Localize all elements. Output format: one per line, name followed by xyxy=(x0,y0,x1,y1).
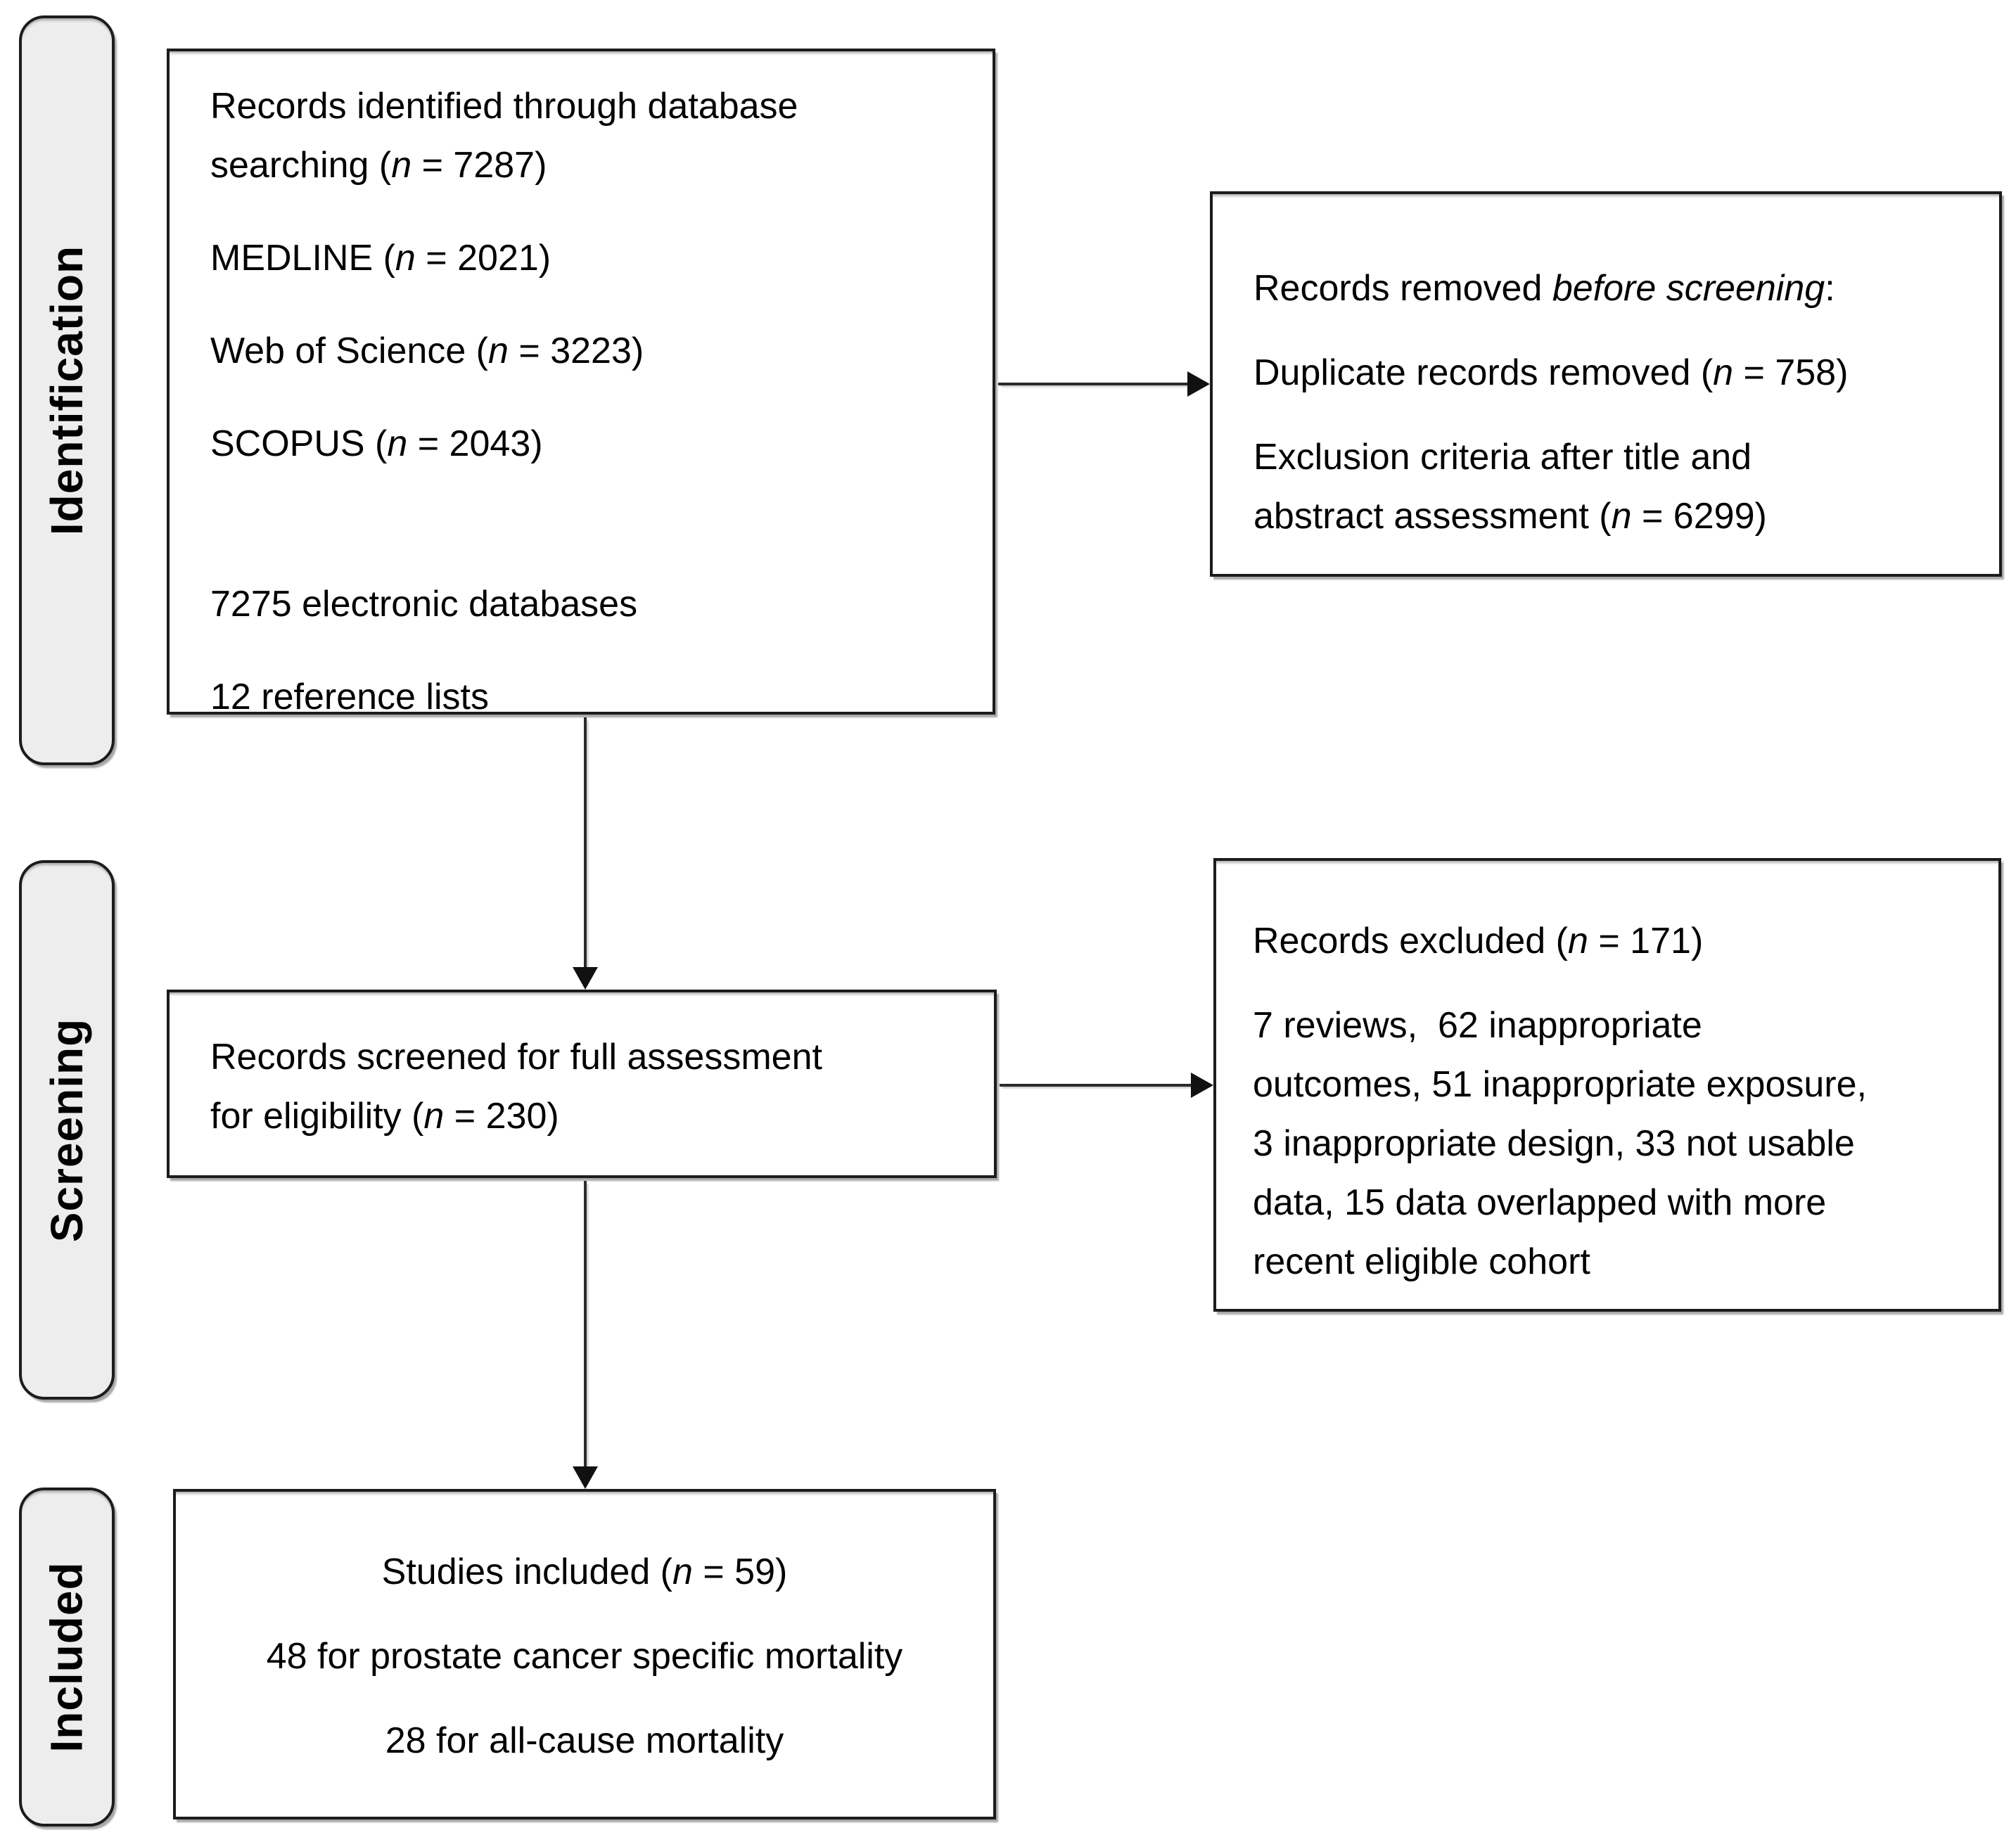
spacer xyxy=(190,1686,979,1711)
stage-label-included: Included xyxy=(19,1488,115,1827)
box-records-excluded: Records excluded (n = 171) 7 reviews, 62 … xyxy=(1213,858,2001,1312)
text-line: Records screened for full assessment xyxy=(210,1037,822,1077)
box-records-identified: Records identified through database searc… xyxy=(167,49,995,717)
text-line: Web of Science (n = 3223) xyxy=(210,331,644,371)
spacer xyxy=(210,507,978,541)
arrowhead-screened-to-included xyxy=(573,1466,598,1489)
spacer xyxy=(210,634,978,667)
spacer xyxy=(210,380,978,414)
spacer xyxy=(1253,402,1985,428)
text-line: recent eligible cohort xyxy=(1253,1241,1590,1282)
text-line: 12 reference lists xyxy=(210,677,489,717)
text-line: 28 for all-cause mortality xyxy=(385,1720,784,1761)
stage-label-screening: Screening xyxy=(19,860,115,1400)
text-line: Exclusion criteria after title and xyxy=(1253,437,1752,478)
stage-label-screening-text: Screening xyxy=(42,1018,92,1242)
spacer xyxy=(190,1601,979,1627)
text-line: Duplicate records removed (n = 758) xyxy=(1253,352,1849,393)
spacer xyxy=(210,195,978,229)
text-line: 7 reviews, 62 inappropriate xyxy=(1253,1005,1702,1046)
stage-label-identification-text: Identification xyxy=(42,245,92,536)
box-records-removed-before-screening: Records removed before screening: Duplica… xyxy=(1210,191,2002,577)
spacer xyxy=(1253,971,1984,996)
box-records-screened: Records screened for full assessment for … xyxy=(167,990,997,1178)
text-line: abstract assessment (n = 6299) xyxy=(1253,496,1767,537)
text-line: SCOPUS (n = 2043) xyxy=(210,423,543,464)
text-line: 48 for prostate cancer specific mortalit… xyxy=(266,1636,903,1677)
arrow-line-screened-to-included xyxy=(584,1181,587,1468)
text-line: Studies included (n = 59) xyxy=(381,1552,788,1592)
text-line: 3 inappropriate design, 33 not usable xyxy=(1253,1123,1855,1164)
spacer xyxy=(210,541,978,575)
text-line: for eligibility (n = 230) xyxy=(210,1096,559,1137)
text-line: Records excluded (n = 171) xyxy=(1253,921,1704,961)
arrow-line-identified-to-screened xyxy=(584,717,587,969)
spacer xyxy=(210,473,978,507)
arrowhead-screened-to-excluded xyxy=(1191,1073,1213,1098)
text-line: data, 15 data overlapped with more xyxy=(1253,1182,1827,1223)
arrowhead-identified-to-screened xyxy=(573,967,598,990)
arrow-line-screened-to-excluded xyxy=(1000,1084,1191,1087)
arrow-line-identified-to-removed xyxy=(998,383,1188,385)
text-line: Records removed before screening: xyxy=(1253,268,1835,309)
spacer xyxy=(1253,318,1985,343)
stage-label-included-text: Included xyxy=(42,1561,92,1753)
spacer xyxy=(210,288,978,321)
arrowhead-identified-to-removed xyxy=(1187,371,1210,397)
text-line: searching (n = 7287) xyxy=(210,145,547,186)
text-line: outcomes, 51 inappropriate exposure, xyxy=(1253,1064,1867,1105)
text-line: Records identified through database xyxy=(210,86,798,127)
text-line: 7275 electronic databases xyxy=(210,584,638,625)
box-studies-included: Studies included (n = 59) 48 for prostate… xyxy=(173,1489,996,1819)
text-line: MEDLINE (n = 2021) xyxy=(210,238,551,279)
stage-label-identification: Identification xyxy=(19,15,115,765)
